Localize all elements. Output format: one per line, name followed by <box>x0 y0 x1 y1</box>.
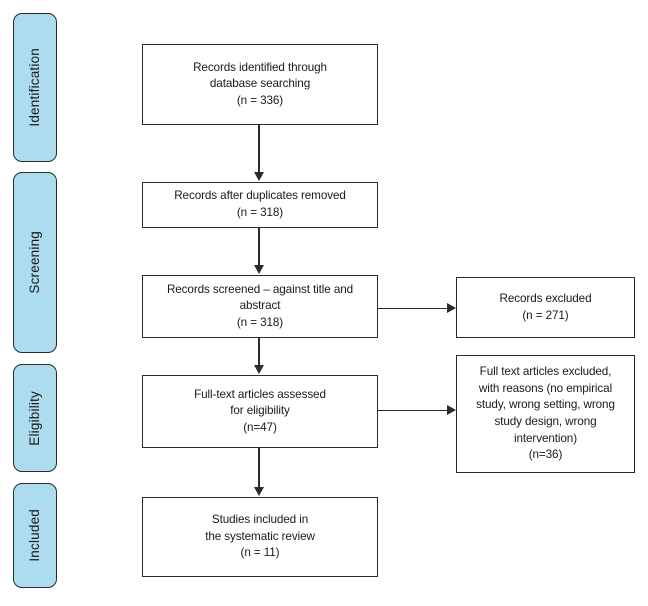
stage-label: Eligibility <box>27 390 43 446</box>
box-full-text-assessed: Full-text articles assessed for eligibil… <box>142 375 378 448</box>
box-text: Records after duplicates removed (n = 31… <box>174 189 346 219</box>
connector-fulltext-to-included <box>258 448 260 488</box>
arrowhead-right-icon <box>447 303 456 313</box>
box-text: Records screened – against title and abs… <box>166 282 354 329</box>
stage-pill-included: Included <box>13 483 57 588</box>
box-records-screened: Records screened – against title and abs… <box>142 275 378 338</box>
connector-fulltext-to-excluded-reasons <box>378 409 448 412</box>
arrowhead-down-icon <box>253 487 264 496</box>
connector-screened-to-fulltext <box>258 338 260 366</box>
connector-duplicates-to-screened <box>258 228 260 266</box>
arrowhead-down-icon <box>253 265 264 274</box>
stage-pill-identification: Identification <box>13 13 57 162</box>
arrowhead-right-icon <box>447 405 456 415</box>
box-text: Records identified through database sear… <box>193 60 327 107</box>
stage-label: Included <box>27 509 43 562</box>
stage-pill-eligibility: Eligibility <box>13 364 57 472</box>
box-text: Full-text articles assessed for eligibil… <box>194 387 326 434</box>
stage-label: Screening <box>27 231 43 294</box>
box-text: Studies included in the systematic revie… <box>205 513 315 560</box>
box-text: Full text articles excluded, with reason… <box>476 365 615 462</box>
connector-identified-to-duplicates <box>258 125 260 173</box>
arrowhead-down-icon <box>253 365 264 374</box>
box-records-identified: Records identified through database sear… <box>142 44 378 125</box>
connector-screened-to-excluded <box>378 307 448 310</box>
stage-label: Identification <box>27 48 43 127</box>
box-studies-included: Studies included in the systematic revie… <box>142 497 378 577</box>
stage-pill-screening: Screening <box>13 172 57 353</box>
box-full-text-excluded: Full text articles excluded, with reason… <box>456 355 635 473</box>
box-records-excluded: Records excluded (n = 271) <box>456 277 635 338</box>
arrowhead-down-icon <box>253 172 264 181</box>
box-records-after-duplicates: Records after duplicates removed (n = 31… <box>142 182 378 228</box>
box-text: Records excluded (n = 271) <box>499 291 592 322</box>
